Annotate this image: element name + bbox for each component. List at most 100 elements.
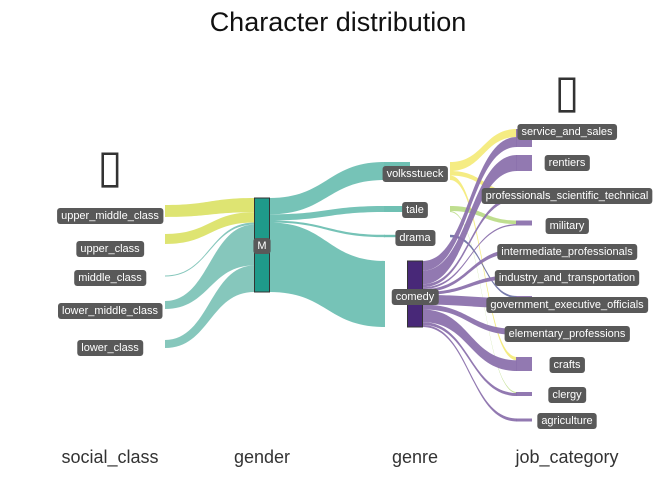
flow-lower_class-to-M bbox=[165, 265, 255, 348]
node-label-text-professionals_scientific_technical: professionals_scientific_technical bbox=[486, 190, 649, 202]
node-label-lower_middle_class: lower_middle_class bbox=[58, 303, 163, 319]
node-label-text-clergy: clergy bbox=[552, 389, 582, 401]
node-labels-layer: upper_middle_class upper_class middle_clas… bbox=[57, 124, 653, 429]
flow-comedy-to-rentiers bbox=[422, 155, 517, 285]
axis-label-social_class: social_class bbox=[61, 447, 158, 468]
node-label-box-lower_middle_class bbox=[58, 303, 163, 319]
node-label-box-comedy bbox=[391, 289, 439, 305]
flow-upper_middle_class-to-M bbox=[165, 198, 255, 217]
node-label-box-upper_class bbox=[76, 241, 145, 257]
node-label-box-upper_middle_class bbox=[57, 208, 164, 224]
flow-comedy-to-clergy bbox=[422, 322, 517, 396]
node-label-service_and_sales: service_and_sales bbox=[517, 124, 618, 140]
flow-upper_class-to-M bbox=[165, 212, 255, 244]
flow-end-tale bbox=[384, 206, 410, 212]
node-label-text-middle_class: middle_class bbox=[78, 272, 142, 284]
flow-drama-to-government_executive_officials bbox=[450, 234, 517, 298]
flow-lower_middle_class-to-M bbox=[165, 224, 255, 309]
node-label-text-M: M bbox=[257, 240, 266, 252]
flow-tale-to-military bbox=[450, 206, 517, 225]
node-label-middle_class: middle_class bbox=[74, 270, 147, 286]
node-label-box-government_executive_officials bbox=[486, 297, 649, 313]
node-label-volksstueck: volksstueck bbox=[382, 166, 448, 182]
node-label-box-drama bbox=[395, 230, 436, 246]
flow-comedy-to-military bbox=[422, 224, 517, 290]
node-label-text-crafts: crafts bbox=[554, 359, 581, 371]
node-label-box-service_and_sales bbox=[517, 124, 618, 140]
axis-label-genre: genre bbox=[392, 447, 438, 467]
node-label-agriculture: agriculture bbox=[537, 413, 597, 429]
flow-volksstueck-to-service_and_sales bbox=[450, 129, 517, 171]
node-label-box-agriculture bbox=[537, 413, 597, 429]
node-label-text-rentiers: rentiers bbox=[549, 157, 586, 169]
node-label-text-lower_class: lower_class bbox=[81, 342, 139, 354]
node-label-lower_class: lower_class bbox=[77, 340, 144, 356]
node-label-box-professionals_scientific_technical bbox=[481, 188, 653, 204]
flow-comedy-to-elementary_professions bbox=[422, 304, 517, 335]
node-label-text-service_and_sales: service_and_sales bbox=[521, 126, 613, 138]
node-label-upper_class: upper_class bbox=[76, 241, 145, 257]
node-label-box-crafts bbox=[549, 357, 585, 373]
node-label-crafts: crafts bbox=[549, 357, 585, 373]
axis-label-job_category: job_category bbox=[514, 447, 618, 468]
node-label-M: M bbox=[253, 238, 271, 254]
flow-comedy-to-professionals_scientific_technical bbox=[422, 196, 517, 288]
node-label-comedy: comedy bbox=[391, 289, 439, 305]
flow-comedy-to-agriculture bbox=[422, 325, 517, 422]
node-label-box-M bbox=[253, 238, 271, 254]
placeholder-glyphs: ▯▯ bbox=[97, 64, 579, 193]
node-label-text-industry_and_transportation: industry_and_transportation bbox=[499, 272, 635, 284]
node-label-box-middle_class bbox=[74, 270, 147, 286]
flow-middle_class-to-M bbox=[165, 222, 255, 277]
flow-end-clergy bbox=[516, 392, 532, 396]
flow-volksstueck-to-crafts bbox=[450, 175, 517, 361]
flow-end-rentiers bbox=[516, 155, 532, 171]
node-label-text-upper_class: upper_class bbox=[80, 243, 140, 255]
node-label-military: military bbox=[545, 218, 589, 234]
node-label-box-military bbox=[545, 218, 589, 234]
flow-end-agriculture bbox=[516, 418, 532, 422]
node-label-government_executive_officials: government_executive_officials bbox=[486, 297, 649, 313]
flow-M-to-comedy bbox=[269, 222, 385, 327]
flow-end-crafts bbox=[516, 357, 532, 371]
axis-labels: social_class gender genre job_category bbox=[61, 447, 618, 468]
node-label-drama: drama bbox=[395, 230, 436, 246]
flow-comedy-to-intermediate_professionals bbox=[422, 249, 517, 293]
node-label-box-volksstueck bbox=[382, 166, 448, 182]
flow-comedy-to-crafts bbox=[422, 309, 517, 371]
node-label-text-elementary_professions: elementary_professions bbox=[509, 328, 626, 340]
node-label-upper_middle_class: upper_middle_class bbox=[57, 208, 164, 224]
flow-M-to-tale bbox=[269, 206, 385, 221]
node-label-text-tale: tale bbox=[406, 204, 424, 216]
axis-label-gender: gender bbox=[234, 447, 290, 467]
flow-M-to-drama bbox=[269, 220, 385, 238]
node-label-text-volksstueck: volksstueck bbox=[387, 168, 444, 180]
node-label-text-agriculture: agriculture bbox=[541, 415, 592, 427]
node-label-box-intermediate_professionals bbox=[497, 244, 638, 260]
empty-node-glyph-1: ▯ bbox=[97, 139, 122, 193]
node-label-text-lower_middle_class: lower_middle_class bbox=[62, 305, 158, 317]
flow-comedy-to-industry_and_transportation bbox=[422, 275, 517, 295]
chart-title: Character distribution bbox=[210, 7, 467, 37]
node-label-box-clergy bbox=[548, 387, 587, 403]
node-label-text-military: military bbox=[550, 220, 585, 232]
node-label-tale: tale bbox=[402, 202, 428, 218]
node-label-professionals_scientific_technical: professionals_scientific_technical bbox=[481, 188, 653, 204]
node-label-intermediate_professionals: intermediate_professionals bbox=[497, 244, 638, 260]
node-label-clergy: clergy bbox=[548, 387, 587, 403]
node-label-rentiers: rentiers bbox=[544, 155, 590, 171]
node-label-box-tale bbox=[402, 202, 428, 218]
flows-layer bbox=[165, 129, 532, 422]
flow-end-military bbox=[516, 220, 532, 226]
node-label-industry_and_transportation: industry_and_transportation bbox=[494, 270, 640, 286]
node-label-text-comedy: comedy bbox=[396, 291, 435, 303]
node-label-text-intermediate_professionals: intermediate_professionals bbox=[501, 246, 633, 258]
node-label-text-upper_middle_class: upper_middle_class bbox=[61, 210, 159, 222]
node-label-box-industry_and_transportation bbox=[494, 270, 640, 286]
empty-node-glyph-2: ▯ bbox=[554, 64, 579, 118]
node-label-box-elementary_professions bbox=[504, 326, 630, 342]
flow-comedy-to-service_and_sales bbox=[422, 137, 517, 271]
node-label-box-lower_class bbox=[77, 340, 144, 356]
flow-M-to-volksstueck bbox=[269, 162, 385, 215]
